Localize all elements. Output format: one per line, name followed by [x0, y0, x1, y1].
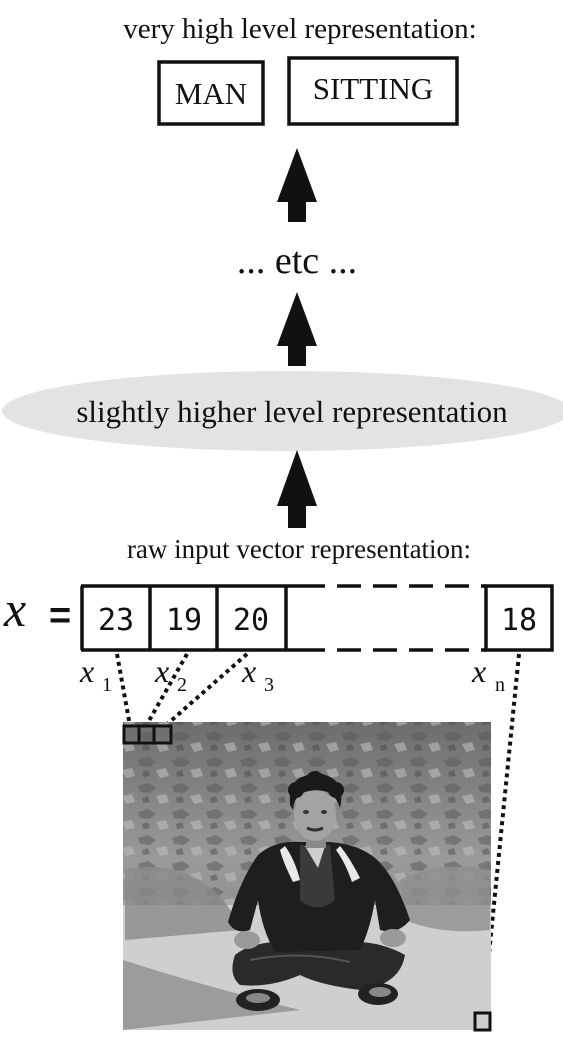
- up-arrow-icon: [277, 148, 317, 222]
- vector-cell-1: 23: [98, 603, 134, 638]
- element-label-1: x 1: [79, 653, 112, 696]
- svg-text:n: n: [495, 674, 505, 696]
- bottom-heading: raw input vector representation:: [127, 534, 471, 564]
- man-box: [157, 60, 265, 126]
- photo-of-man-sitting-in-desert: [123, 722, 491, 1030]
- vector-cell-3: 20: [233, 603, 269, 638]
- svg-text:2: 2: [177, 674, 187, 696]
- equals-sign: =: [49, 595, 71, 637]
- ellipse-label: slightly higher level representation: [76, 394, 508, 429]
- vector-cell-n: 18: [501, 603, 537, 638]
- svg-text:3: 3: [264, 674, 274, 696]
- pixel-connectors: [115, 652, 521, 1015]
- svg-text:1: 1: [102, 674, 112, 696]
- svg-text:x: x: [154, 653, 169, 689]
- input-vector: [80, 584, 554, 652]
- up-arrow-icon: [277, 450, 317, 528]
- top-heading: very high level representation:: [123, 13, 477, 45]
- man-label: MAN: [175, 76, 247, 111]
- element-label-2: x 2: [154, 653, 187, 696]
- etc-label: ... etc ...: [237, 240, 357, 282]
- element-label-n: x n: [471, 653, 505, 696]
- element-label-3: x 3: [241, 653, 274, 696]
- vector-symbol: x: [3, 581, 26, 637]
- svg-text:x: x: [79, 653, 94, 689]
- sitting-label: SITTING: [313, 71, 434, 106]
- svg-text:x: x: [471, 653, 486, 689]
- sitting-box: [287, 56, 459, 126]
- vector-cell-2: 19: [166, 603, 202, 638]
- representation-ellipse: [2, 371, 563, 451]
- svg-text:x: x: [241, 653, 256, 689]
- pixel-boxes: [122, 724, 492, 1032]
- up-arrow-icon: [277, 292, 317, 366]
